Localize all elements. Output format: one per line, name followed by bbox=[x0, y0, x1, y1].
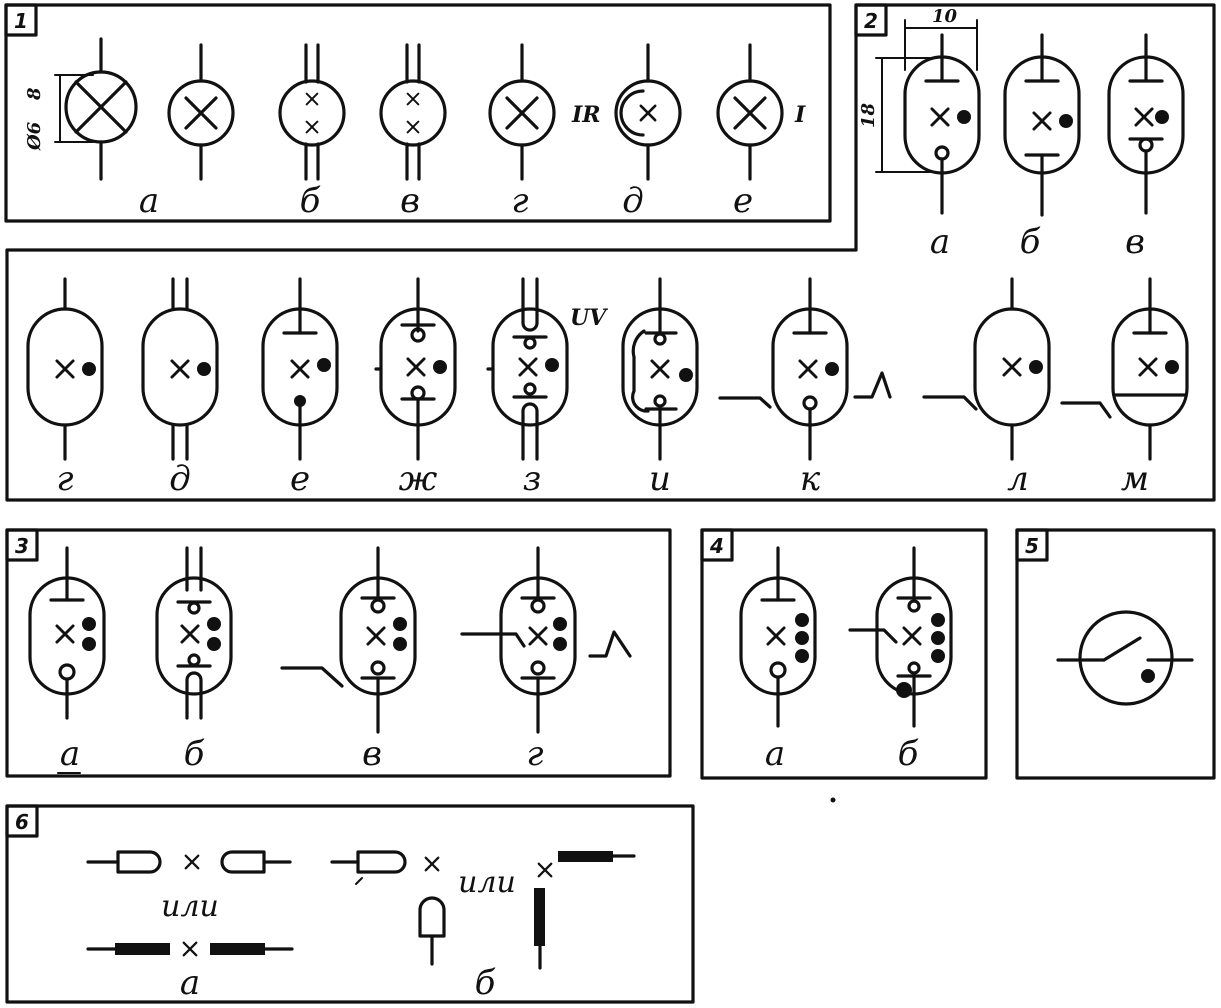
panel-6-number-box bbox=[5, 804, 39, 838]
lamp-2d bbox=[141, 277, 219, 461]
label-2d: д bbox=[169, 459, 191, 499]
lamp-2zh bbox=[374, 277, 457, 461]
panel-3-number-box bbox=[5, 528, 39, 562]
panel-1-frame bbox=[4, 3, 832, 223]
stray-mark bbox=[830, 797, 836, 803]
switch-lamp-symbol bbox=[1056, 610, 1194, 706]
panel-2-number: 2 bbox=[864, 9, 878, 33]
panel-6-number: 6 bbox=[15, 810, 29, 834]
lamp-2m bbox=[1060, 277, 1189, 461]
label-2l: л bbox=[1007, 459, 1029, 499]
label-3v: в bbox=[362, 734, 382, 774]
label-2k: к bbox=[800, 459, 821, 499]
panel-2-dimension: 10 18 bbox=[858, 6, 978, 173]
panel-1-number: 1 bbox=[14, 9, 28, 33]
lamp-2b bbox=[1003, 33, 1081, 217]
lamp-1e bbox=[716, 43, 784, 181]
annot-i: I bbox=[794, 102, 806, 128]
lamp-1d bbox=[614, 43, 682, 181]
or-word-6a: или bbox=[161, 889, 219, 924]
label-2i: и bbox=[649, 459, 671, 499]
label-3g: г bbox=[526, 734, 543, 774]
panel-3-frame bbox=[5, 528, 672, 778]
panel-5-frame bbox=[1015, 528, 1216, 780]
lamp-2z bbox=[486, 277, 569, 461]
label-1e: е bbox=[733, 181, 753, 221]
label-1a: а bbox=[139, 181, 159, 221]
or-word-6b: или bbox=[458, 865, 516, 900]
lamp-3a bbox=[28, 546, 106, 720]
label-4a: а bbox=[765, 734, 785, 774]
panel-5-number: 5 bbox=[1025, 534, 1039, 558]
label-2b: б bbox=[1020, 222, 1041, 262]
panel-5: 5 bbox=[1015, 528, 1216, 780]
lamp-1v bbox=[379, 43, 447, 181]
label-1g: г bbox=[511, 181, 528, 221]
lamp-1b bbox=[278, 43, 346, 181]
lamp-2e bbox=[261, 277, 339, 461]
panel-3-number: 3 bbox=[15, 534, 29, 558]
label-2v: в bbox=[1125, 222, 1145, 262]
dim-height: 18 bbox=[858, 102, 879, 128]
lamp-2g bbox=[26, 277, 104, 461]
panel-4-number: 4 bbox=[709, 534, 724, 558]
annot-ir: IR bbox=[571, 102, 601, 128]
panel-4-frame bbox=[700, 528, 988, 780]
lamp-1a-large bbox=[64, 37, 138, 181]
label-2z: з bbox=[523, 459, 542, 499]
dim-inner: 8 bbox=[24, 87, 45, 101]
label-3a: а bbox=[60, 734, 80, 774]
panel-1-number-box bbox=[4, 3, 38, 37]
dim-width: 10 bbox=[932, 6, 958, 27]
lamp-1g bbox=[488, 43, 556, 181]
dim-outer: Ø6 bbox=[24, 121, 45, 151]
label-3b: б bbox=[184, 734, 205, 774]
lamp-4a bbox=[739, 546, 817, 728]
label-2a: а bbox=[930, 222, 950, 262]
label-6a: а bbox=[180, 963, 200, 1003]
panel-4: 4 а б bbox=[700, 528, 988, 780]
panel-1: 1 Ø6 8 bbox=[4, 3, 832, 223]
panel-3: 3 bbox=[5, 528, 672, 778]
label-1d: д bbox=[622, 181, 644, 221]
label-2g: г bbox=[56, 459, 73, 499]
label-4b: б bbox=[898, 734, 919, 774]
label-6b: б bbox=[475, 963, 496, 1003]
panel-6: 6 или а или bbox=[5, 804, 695, 1004]
label-1b: б bbox=[300, 181, 321, 221]
label-1v: в bbox=[400, 181, 420, 221]
lamp-3b bbox=[155, 546, 233, 720]
panel-6-frame bbox=[5, 804, 695, 1004]
tube-6a-solid bbox=[86, 941, 294, 957]
tube-6b-outline bbox=[330, 850, 446, 966]
lamp-2i bbox=[621, 277, 699, 461]
lamp-2a bbox=[903, 33, 981, 215]
lamp-1a-small bbox=[167, 43, 235, 181]
label-2zh: ж bbox=[399, 459, 438, 499]
panel-5-number-box bbox=[1015, 528, 1049, 562]
annot-uv: UV bbox=[570, 305, 608, 331]
label-2e: е bbox=[290, 459, 310, 499]
lamp-4b bbox=[848, 546, 953, 728]
label-2m: м bbox=[1121, 459, 1149, 499]
lamp-3g bbox=[460, 546, 632, 734]
panel-2-frame bbox=[5, 3, 1216, 502]
panel-4-number-box bbox=[700, 528, 734, 562]
lamp-2v bbox=[1107, 33, 1185, 215]
lamp-2k bbox=[718, 277, 892, 461]
tube-6b-solid bbox=[534, 851, 636, 970]
panel-2: 2 10 18 bbox=[5, 3, 1216, 502]
lamp-3v bbox=[280, 546, 417, 734]
tube-6a-outline bbox=[86, 850, 292, 874]
lamp-2l bbox=[922, 277, 1051, 461]
panel-2-number-box bbox=[854, 3, 888, 37]
